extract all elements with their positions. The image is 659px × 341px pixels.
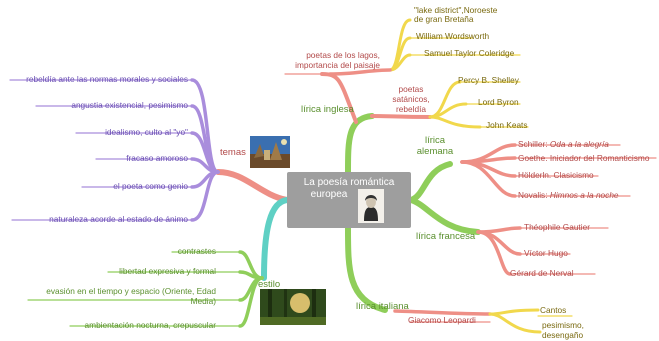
lagos-item-3[interactable]: Samuel Taylor Coleridge <box>424 48 515 58</box>
temas-item-4[interactable]: fracaso amoroso <box>126 153 188 163</box>
central-title: La poesía romántica europea <box>287 177 411 201</box>
italiana-poet[interactable]: Giacomo Leopardi <box>408 315 476 325</box>
italiana-item-2b[interactable]: desengaño <box>542 330 584 340</box>
alemana-item-4[interactable]: Novalis: Himnos a la noche <box>518 190 619 200</box>
alemana-item-1-work: Oda a la alegría <box>549 139 609 149</box>
satanicos-line1[interactable]: poetas <box>398 84 424 94</box>
lagos-item-1b[interactable]: de gran Bretaña <box>414 14 474 24</box>
poet-portrait-icon <box>358 189 384 223</box>
italiana-item-1[interactable]: Cantos <box>540 305 567 315</box>
forest-sunlight-icon <box>260 289 326 325</box>
lagos-label-line1[interactable]: poetas de los lagos, <box>306 50 380 60</box>
lirica-inglesa-label[interactable]: lírica inglesa <box>301 104 354 115</box>
central-topic[interactable]: La poesía romántica europea <box>287 172 411 228</box>
central-title-line2: europea <box>310 189 348 200</box>
satanicos-item-3[interactable]: John Keats <box>486 120 528 130</box>
alemana-item-2[interactable]: Goethe. Iniciador del Romanticismo <box>518 153 649 163</box>
lagos-label-line2[interactable]: importancia del paisaje <box>295 60 380 70</box>
alemana-item-4-text: Novalis: <box>518 190 550 200</box>
landscape-painting-icon <box>250 136 290 168</box>
estilo-item-4[interactable]: ambientación nocturna, crepuscular <box>84 320 216 330</box>
alemana-item-4-work: Himnos a la noche <box>549 190 619 200</box>
lirica-italiana-label[interactable]: lírica italiana <box>356 301 409 312</box>
estilo-item-1[interactable]: contrastes <box>177 246 216 256</box>
francesa-item-2[interactable]: Víctor Hugo <box>524 248 568 258</box>
satanicos-item-2[interactable]: Lord Byron <box>478 97 519 107</box>
satanicos-line2[interactable]: satánicos, <box>392 94 430 104</box>
lagos-item-2[interactable]: William Wordsworth <box>416 31 490 41</box>
temas-item-6[interactable]: naturaleza acorde al estado de ánimo <box>49 214 188 224</box>
francesa-item-1[interactable]: Théophile Gautier <box>524 222 590 232</box>
lirica-francesa-label[interactable]: lírica francesa <box>416 231 476 242</box>
estilo-item-3a[interactable]: evasión en el tiempo y espacio (Oriente,… <box>46 286 216 296</box>
estilo-item-3b[interactable]: Media) <box>190 296 216 306</box>
temas-item-1[interactable]: rebeldía ante las normas morales y socia… <box>26 74 188 84</box>
alemana-item-3-text: Hölderln. Clasicismo <box>518 170 594 180</box>
temas-item-3[interactable]: idealismo, culto al "yo" <box>105 127 188 137</box>
lagos-item-1a[interactable]: "lake district",Noroeste <box>414 5 498 15</box>
estilo-item-2[interactable]: libertad expresiva y formal <box>119 266 216 276</box>
alemana-item-1[interactable]: Schiller: Oda a la alegría <box>518 139 609 149</box>
italiana-item-2a[interactable]: pesimismo, <box>542 320 584 330</box>
satanicos-item-1[interactable]: Percy B. Shelley <box>458 75 519 85</box>
satanicos-line3[interactable]: rebeldía <box>396 104 426 114</box>
alemana-item-2-text: Goethe. Iniciador del Romanticismo <box>518 153 650 163</box>
alemana-item-3[interactable]: Hölderln. Clasicismo <box>518 170 594 180</box>
francesa-item-3[interactable]: Gérard de Nerval <box>510 268 574 278</box>
lirica-alemana-label-line2[interactable]: alemana <box>416 146 454 157</box>
temas-item-5[interactable]: el poeta como genio <box>113 181 188 191</box>
central-title-line1: La poesía romántica <box>303 177 395 188</box>
temas-label[interactable]: temas <box>220 147 246 158</box>
estilo-label[interactable]: estilo <box>258 279 281 290</box>
lirica-alemana-label-line1[interactable]: lírica <box>424 135 446 146</box>
alemana-item-1-text: Schiller: <box>518 139 550 149</box>
temas-item-2[interactable]: angustia existencial, pesimismo <box>71 100 188 110</box>
